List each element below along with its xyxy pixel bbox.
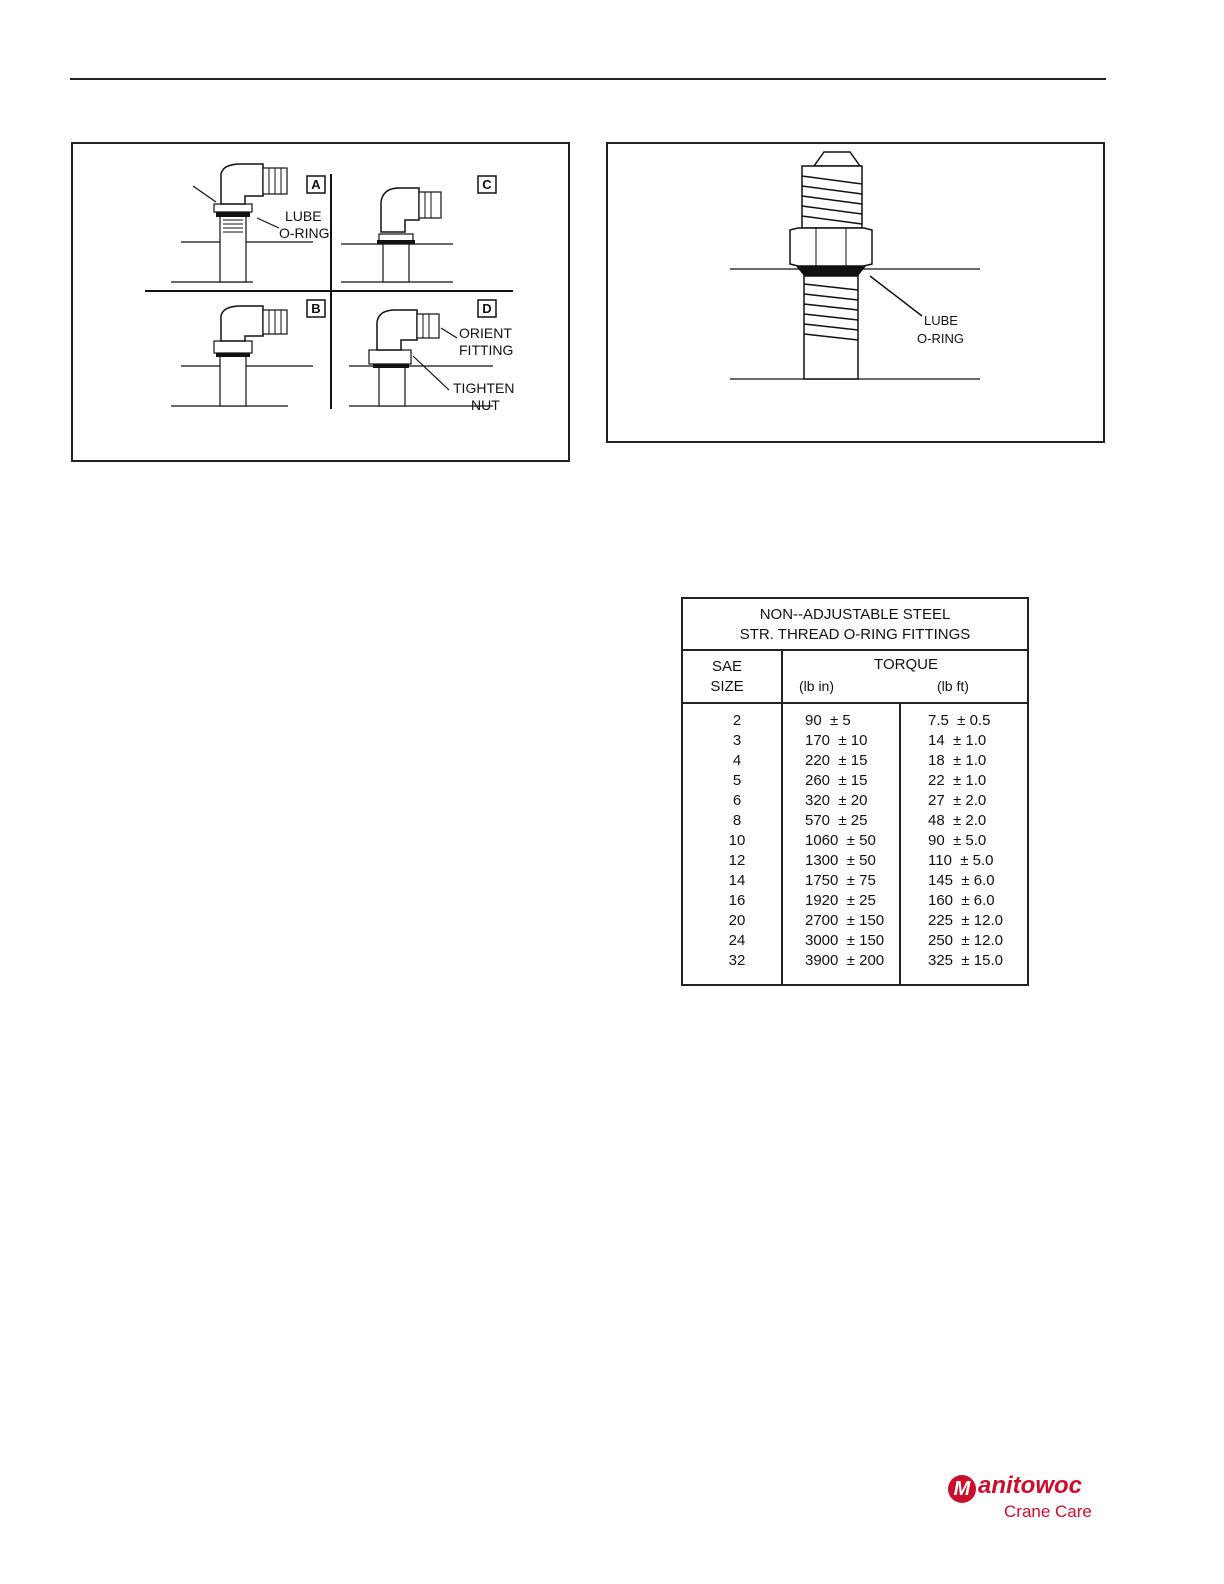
logo-main-text: anitowoc: [978, 1472, 1083, 1499]
cell-torque-lb-ft: 90 ± 5.0: [928, 832, 987, 849]
cell-torque-lb-in: 3000 ± 150: [805, 932, 885, 949]
header-size: SIZE: [710, 678, 744, 695]
cell-torque-lb-ft: 250 ± 12.0: [928, 932, 1003, 949]
table-row: 4 220 ± 15 18 ± 1.0: [683, 751, 1027, 771]
table-row: 8 570 ± 25 48 ± 2.0: [683, 811, 1027, 831]
torque-table: NON--ADJUSTABLE STEEL STR. THREAD O-RING…: [681, 597, 1029, 986]
fitting-steps-illustration: A LUBE O-RING C B: [145, 163, 514, 413]
cell-torque-lb-in: 2700 ± 150: [805, 912, 885, 929]
cell-sae-size: 2: [732, 712, 742, 729]
panel-c-drawing: C: [341, 175, 497, 283]
cell-torque-lb-ft: 110 ± 5.0: [928, 852, 994, 869]
panel-b-drawing: B: [171, 299, 326, 407]
cell-torque-lb-ft: 14 ± 1.0: [928, 732, 987, 749]
header-rule: [70, 78, 1106, 80]
table-title-line1: NON--ADJUSTABLE STEEL: [759, 606, 951, 623]
tighten-label-line1: TIGHTEN: [453, 380, 514, 396]
header-lb-ft: (lb ft): [937, 678, 969, 694]
cell-torque-lb-in: 570 ± 25: [805, 812, 868, 829]
lube-label-line2: O-RING: [279, 225, 330, 241]
cell-sae-size: 20: [728, 912, 746, 929]
right-lube-label-line1: LUBE: [924, 313, 958, 328]
cell-torque-lb-in: 1300 ± 50: [805, 852, 876, 869]
panel-label-d: D: [482, 301, 491, 316]
cell-torque-lb-in: 260 ± 15: [805, 772, 868, 789]
panel-a-drawing: A LUBE O-RING: [171, 163, 330, 283]
table-row: 12 1300 ± 50 110 ± 5.0: [683, 851, 1027, 871]
cell-torque-lb-ft: 22 ± 1.0: [928, 772, 987, 789]
cell-torque-lb-in: 170 ± 10: [805, 732, 868, 749]
orient-label-line2: FITTING: [459, 342, 513, 358]
cell-sae-size: 8: [732, 812, 742, 829]
logo-m-mark: M: [948, 1475, 976, 1503]
header-torque: TORQUE: [874, 656, 938, 673]
table-row: 10 1060 ± 50 90 ± 5.0: [683, 831, 1027, 851]
cell-torque-lb-in: 320 ± 20: [805, 792, 868, 809]
cell-torque-lb-ft: 325 ± 15.0: [928, 952, 1003, 969]
panel-d-drawing: D ORIENT FITTING TIGHTEN NUT: [349, 299, 514, 413]
table-body: 2 90 ± 5 7.5 ± 0.5 3 170 ± 10 14 ± 1.0 4 220 ± …: [683, 711, 1027, 971]
cell-torque-lb-in: 90 ± 5: [805, 712, 851, 729]
table-header: SAE SIZE TORQUE (lb in) (lb ft): [683, 651, 1027, 704]
cell-sae-size: 32: [728, 952, 746, 969]
logo-subtext: Crane Care: [1004, 1502, 1092, 1521]
cell-torque-lb-in: 3900 ± 200: [805, 952, 885, 969]
tighten-label-line2: NUT: [471, 397, 500, 413]
table-row: 3 170 ± 10 14 ± 1.0: [683, 731, 1027, 751]
cell-torque-lb-in: 1920 ± 25: [805, 892, 876, 909]
non-adjustable-fitting-illustration: LUBE O-RING: [730, 151, 980, 380]
cell-sae-size: 16: [728, 892, 746, 909]
figure-fitting-installation-steps: A LUBE O-RING C B: [71, 142, 570, 462]
cell-sae-size: 24: [728, 932, 746, 949]
cell-sae-size: 14: [728, 872, 746, 889]
cell-torque-lb-ft: 225 ± 12.0: [928, 912, 1003, 929]
cell-sae-size: 12: [728, 852, 746, 869]
table-row: 5 260 ± 15 22 ± 1.0: [683, 771, 1027, 791]
header-sae: SAE: [711, 658, 742, 675]
table-row: 16 1920 ± 25 160 ± 6.0: [683, 891, 1027, 911]
table-row: 2 90 ± 5 7.5 ± 0.5: [683, 711, 1027, 731]
cell-torque-lb-ft: 48 ± 2.0: [928, 812, 987, 829]
cell-sae-size: 6: [732, 792, 742, 809]
orient-label-line1: ORIENT: [459, 325, 512, 341]
header-lb-in: (lb in): [799, 678, 835, 694]
table-row: 20 2700 ± 150 225 ± 12.0: [683, 911, 1027, 931]
lube-label-line1: LUBE: [285, 208, 322, 224]
cell-sae-size: 10: [728, 832, 746, 849]
cell-sae-size: 5: [732, 772, 742, 789]
table-row: 32 3900 ± 200 325 ± 15.0: [683, 951, 1027, 971]
cell-torque-lb-in: 1750 ± 75: [805, 872, 876, 889]
cell-torque-lb-ft: 27 ± 2.0: [928, 792, 987, 809]
cell-torque-lb-ft: 145 ± 6.0: [928, 872, 995, 889]
cell-torque-lb-in: 220 ± 15: [805, 752, 868, 769]
cell-sae-size: 3: [732, 732, 742, 749]
table-row: 6 320 ± 20 27 ± 2.0: [683, 791, 1027, 811]
cell-sae-size: 4: [732, 752, 742, 769]
cell-torque-lb-in: 1060 ± 50: [805, 832, 876, 849]
panel-label-c: C: [482, 177, 492, 192]
right-lube-label-line2: O-RING: [917, 331, 964, 346]
table-row: 14 1750 ± 75 145 ± 6.0: [683, 871, 1027, 891]
cell-torque-lb-ft: 7.5 ± 0.5: [928, 712, 991, 729]
column-divider-2: [899, 704, 901, 984]
table-title-line2: STR. THREAD O-RING FITTINGS: [739, 626, 971, 643]
header-sae-size: SAE SIZE: [697, 657, 757, 697]
figure-non-adjustable-fitting: LUBE O-RING: [606, 142, 1105, 443]
table-title: NON--ADJUSTABLE STEEL STR. THREAD O-RING…: [683, 599, 1027, 651]
panel-label-b: B: [311, 301, 320, 316]
panel-label-a: A: [311, 177, 321, 192]
cell-torque-lb-ft: 160 ± 6.0: [928, 892, 995, 909]
table-row: 24 3000 ± 150 250 ± 12.0: [683, 931, 1027, 951]
column-divider-1: [781, 651, 783, 984]
cell-torque-lb-ft: 18 ± 1.0: [928, 752, 987, 769]
